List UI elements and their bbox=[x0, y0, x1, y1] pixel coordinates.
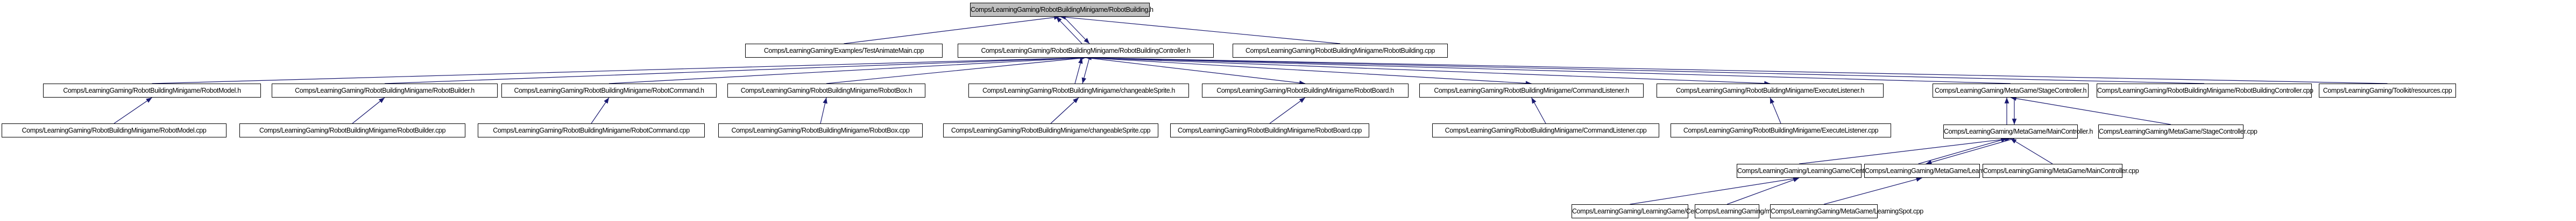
edge-n28-to-n25 bbox=[1630, 176, 1800, 205]
edge-n25-to-n23 bbox=[1799, 136, 2011, 164]
edge-n12-to-n2 bbox=[1085, 55, 2011, 84]
node-learningspot-h[interactable]: Comps/LearningGaming/MetaGame/LearningSp… bbox=[1864, 164, 2011, 178]
node-resources-cpp[interactable]: Comps/LearningGaming/Toolkit/resources.c… bbox=[2319, 84, 2456, 98]
node-stagecontroller-h[interactable]: Comps/LearningGaming/MetaGame/StageContr… bbox=[1933, 84, 2089, 98]
edge-n30-to-n26 bbox=[1823, 177, 1922, 205]
edge-n6-to-n2 bbox=[608, 56, 1086, 84]
edge-n4-to-n2 bbox=[152, 55, 1086, 84]
node-robotmodel-h[interactable]: Comps/LearningGaming/RobotBuildingMiniga… bbox=[43, 84, 261, 98]
edge-n0-to-n2 bbox=[1063, 16, 1090, 44]
edge-n1-to-n0 bbox=[844, 15, 1060, 44]
node-changeablesprite-cpp[interactable]: Comps/LearningGaming/RobotBuildingMiniga… bbox=[943, 123, 1158, 137]
node-robotcommand-h[interactable]: Comps/LearningGaming/RobotBuildingMiniga… bbox=[501, 84, 717, 98]
node-stagecontroller-cpp[interactable]: Comps/LearningGaming/MetaGame/StageContr… bbox=[2098, 125, 2257, 139]
edge-n2-to-n8 bbox=[1081, 57, 1090, 84]
edge-n2-to-n10 bbox=[1085, 57, 1532, 86]
edge-n3-to-n0 bbox=[1059, 15, 1341, 44]
node-robotbuilding-cpp[interactable]: Comps/LearningGaming/RobotBuildingMiniga… bbox=[1233, 44, 1448, 58]
node-robotboard-cpp[interactable]: Comps/LearningGaming/RobotBuildingMiniga… bbox=[1170, 123, 1369, 137]
node-commandlistener-h[interactable]: Comps/LearningGaming/RobotBuildingMiniga… bbox=[1419, 84, 1644, 98]
edge-n2-to-n9 bbox=[1085, 57, 1306, 86]
node-centralcontroller-cpp[interactable]: Comps/LearningGaming/LearningGame/Centra… bbox=[1572, 204, 1745, 218]
node-executelistener-h[interactable]: Comps/LearningGaming/RobotBuildingMiniga… bbox=[1657, 84, 1884, 98]
node-robotbuildingcontroller-cpp[interactable]: Comps/LearningGaming/RobotBuildingMiniga… bbox=[2097, 84, 2313, 98]
node-robotmodel-cpp[interactable]: Comps/LearningGaming/RobotBuildingMiniga… bbox=[2, 123, 227, 137]
node-executelistener-cpp[interactable]: Comps/LearningGaming/RobotBuildingMiniga… bbox=[1671, 123, 1891, 137]
node-commandlistener-cpp[interactable]: Comps/LearningGaming/RobotBuildingMiniga… bbox=[1432, 123, 1659, 137]
edge-n14-to-n2 bbox=[1085, 55, 2388, 84]
edge-n18-to-n7 bbox=[820, 97, 827, 124]
node-robotbuilder-h[interactable]: Comps/LearningGaming/RobotBuildingMiniga… bbox=[272, 84, 498, 98]
node-robotbox-cpp[interactable]: Comps/LearningGaming/RobotBuildingMiniga… bbox=[718, 123, 923, 137]
node-learningspot-cpp[interactable]: Comps/LearningGaming/MetaGame/LearningSp… bbox=[1770, 204, 1923, 218]
node-maincontroller-h[interactable]: Comps/LearningGaming/MetaGame/MainContro… bbox=[1943, 125, 2093, 139]
edge-n17-to-n6 bbox=[591, 97, 610, 124]
node-robotboard-h[interactable]: Comps/LearningGaming/RobotBuildingMiniga… bbox=[1202, 84, 1409, 98]
edge-n29-to-n25 bbox=[1726, 177, 1800, 205]
node-robotbuilder-cpp[interactable]: Comps/LearningGaming/RobotBuildingMiniga… bbox=[239, 123, 465, 137]
edge-n15-to-n4 bbox=[114, 97, 152, 124]
node-robotcommand-cpp[interactable]: Comps/LearningGaming/RobotBuildingMiniga… bbox=[478, 123, 705, 137]
edge-n21-to-n10 bbox=[1531, 97, 1546, 124]
edge-n27-to-n23 bbox=[2010, 138, 2053, 164]
edge-n2-to-n11 bbox=[1085, 57, 1771, 86]
edge-n7-to-n2 bbox=[826, 56, 1086, 84]
node-robotbuildingcontroller-h[interactable]: Comps/LearningGaming/RobotBuildingMiniga… bbox=[958, 44, 1214, 58]
node-centralcontroller-h[interactable]: Comps/LearningGaming/LearningGame/Centra… bbox=[1737, 164, 1903, 178]
edge-n24-to-n12 bbox=[2010, 96, 2171, 125]
edge-n20-to-n9 bbox=[1269, 97, 1306, 124]
edge-n26-to-n23 bbox=[1918, 137, 2007, 164]
edge-n22-to-n11 bbox=[1770, 97, 1781, 124]
node-robotbuilding-h[interactable]: Comps/LearningGaming/RobotBuildingMiniga… bbox=[970, 3, 1153, 17]
node-maincontroller-cpp[interactable]: Comps/LearningGaming/MetaGame/MainContro… bbox=[1983, 164, 2139, 178]
node-main-cpp[interactable]: Comps/LearningGaming/main.cpp bbox=[1695, 204, 1791, 218]
edge-n2-to-n0 bbox=[1056, 16, 1082, 44]
edge-n8-to-n2 bbox=[1074, 57, 1083, 84]
edge-n13-to-n2 bbox=[1085, 55, 2205, 84]
edge-n19-to-n8 bbox=[1050, 97, 1079, 124]
node-testanimatemain-cpp[interactable]: Comps/LearningGaming/Examples/TestAnimat… bbox=[745, 44, 943, 58]
edge-n16-to-n5 bbox=[352, 97, 385, 124]
edge-n23-to-n26 bbox=[1926, 138, 2015, 165]
edge-n5-to-n2 bbox=[384, 56, 1086, 84]
node-changeablesprite-h[interactable]: Comps/LearningGaming/RobotBuildingMiniga… bbox=[968, 84, 1189, 98]
node-robotbox-h[interactable]: Comps/LearningGaming/RobotBuildingMiniga… bbox=[727, 84, 925, 98]
